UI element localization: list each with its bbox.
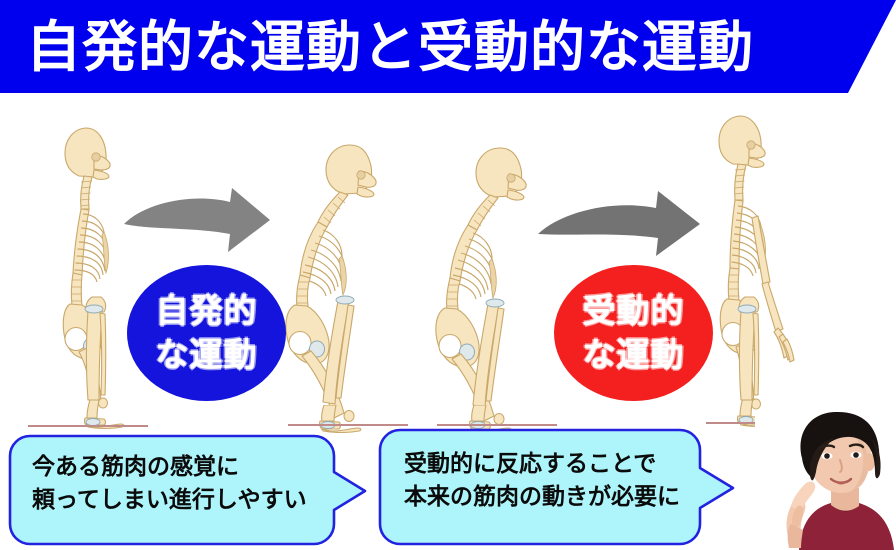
skeleton-side-view-icon [718,115,795,410]
skeleton-side-view-icon [62,127,111,409]
ground-line-3 [437,424,557,426]
skeleton-figure-4-tibia [700,295,815,407]
skeleton-figure-2-lowerleg [278,285,396,410]
title-banner [0,0,896,93]
ground-line-1 [28,425,148,427]
callout-spontaneous-line2: な運動 [155,335,258,374]
curved-arrow-right-icon [124,188,270,252]
skeleton-side-view-icon [435,147,527,425]
speech-bubble-right[interactable]: 受動的に反応することで 本来の筋肉の動きが必要に [378,428,736,546]
speech-bubble-left-line1: 今ある筋肉の感覚に [32,454,239,480]
speech-bubble-left[interactable]: 今ある筋肉の感覚に 頼ってしまい進行しやすい [8,434,368,546]
skeleton-tibia-icon [322,295,355,405]
arrow-spontaneous-to-stooped [120,182,275,260]
speech-bubble-left-shape [8,434,367,546]
skeleton-tibia-shaft-icon [737,296,760,401]
callout-spontaneous-movement[interactable]: 自発的 な運動 [127,265,286,401]
arrow-passive-to-upright [534,178,710,260]
speech-bubble-left-text: 今ある筋肉の感覚に 頼ってしまい進行しやすい [8,434,368,517]
skeleton-figure-1 [42,110,152,422]
skeleton-figure-3 [428,140,546,432]
presenter-photo [755,410,896,550]
callout-passive-movement[interactable]: 受動的 な運動 [554,265,713,401]
callout-spontaneous-line1: 自発的 [155,291,258,330]
skeleton-tibia-icon [472,298,505,408]
callout-passive-line1: 受動的 [582,291,685,330]
speech-bubble-right-line1: 受動的に反応することで [404,451,657,477]
ground-line-2 [288,424,408,426]
speech-bubble-left-line2: 頼ってしまい進行しやすい [32,487,307,513]
speech-bubble-right-shape [378,428,735,546]
skeleton-figure-3-lowerleg [428,288,546,413]
skeleton-figure-4 [700,108,815,428]
skeleton-figure-1-shin [42,295,152,407]
page-title: 自発的な運動と受動的な運動 [26,14,755,79]
skeleton-shin-icon [84,296,107,401]
presenter-portrait-icon [755,410,896,550]
speech-bubble-right-line2: 本来の筋肉の動きが必要に [404,484,680,510]
callout-passive-line2: な運動 [582,335,685,374]
curved-arrow-right-icon [538,191,700,256]
speech-bubble-right-text: 受動的に反応することで 本来の筋肉の動きが必要に [378,428,736,514]
